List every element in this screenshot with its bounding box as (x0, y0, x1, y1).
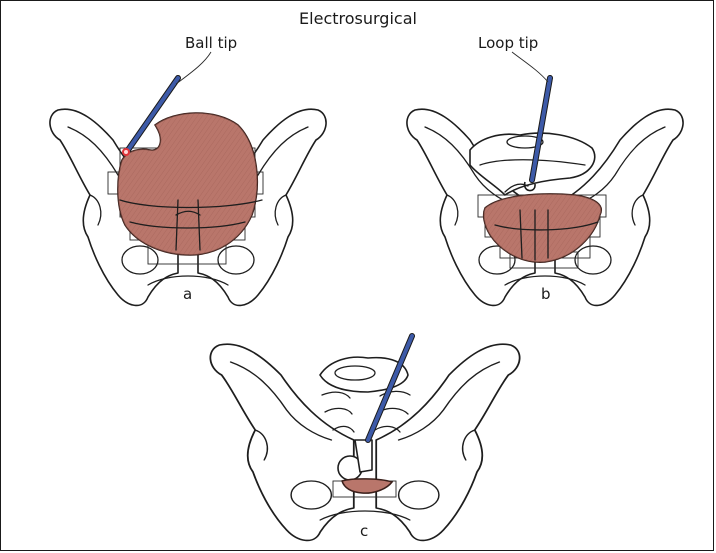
panel-a (49, 51, 327, 307)
ball-tip-label: Ball tip (185, 34, 238, 52)
tumor-mass-c (341, 478, 394, 494)
panel-c-caption: c (360, 522, 369, 540)
panel-a-caption: a (183, 285, 193, 303)
figure-title: Electrosurgical (299, 9, 417, 28)
panel-c (209, 333, 521, 542)
tumor-texture-b (483, 193, 602, 263)
electrode-shaft-c (366, 334, 414, 442)
ball-tip-icon (124, 150, 128, 154)
panel-b (406, 51, 684, 307)
sacrum-top-c (319, 356, 409, 393)
tumor-texture-a (117, 112, 258, 255)
loop-tip-leader (511, 51, 549, 83)
ball-tip-leader (175, 51, 212, 85)
electrode-shaft-a (126, 76, 180, 152)
loop-tip-label: Loop tip (478, 34, 539, 52)
loop-tip-icon (523, 181, 536, 192)
electrode-shaft-b (530, 76, 552, 182)
panel-b-caption: b (541, 285, 551, 303)
